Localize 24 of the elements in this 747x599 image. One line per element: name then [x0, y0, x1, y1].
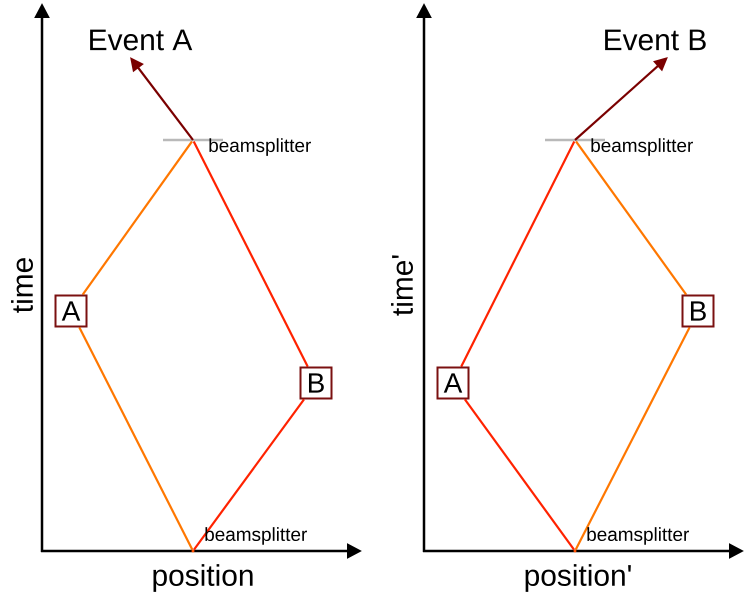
beamsplitter-label: beamsplitter	[205, 527, 307, 545]
light-path	[464, 398, 575, 550]
light-path	[574, 327, 691, 550]
light-path	[82, 140, 193, 296]
beamsplitter-label: beamsplitter	[587, 527, 689, 545]
axis-label: position	[153, 564, 253, 592]
mirror-box: B	[300, 366, 332, 400]
axis-label: time'	[391, 255, 413, 316]
event-label: Event B	[605, 30, 706, 50]
axis-label: position'	[526, 564, 631, 592]
light-path	[78, 327, 194, 550]
light-path	[193, 398, 305, 550]
mirror-box: A	[54, 294, 88, 328]
beamsplitter-label: beamsplitter	[591, 138, 693, 156]
light-path	[192, 140, 309, 367]
beamsplitter-label: beamsplitter	[209, 138, 311, 156]
beamsplitter-point	[574, 550, 576, 552]
light-path	[575, 140, 688, 296]
axis-label: time	[11, 258, 33, 313]
beamsplitter-point	[192, 550, 194, 552]
mirror-box: B	[682, 294, 714, 328]
event-label: Event A	[90, 30, 192, 50]
light-path	[460, 140, 576, 367]
mirror-box: A	[436, 366, 470, 400]
